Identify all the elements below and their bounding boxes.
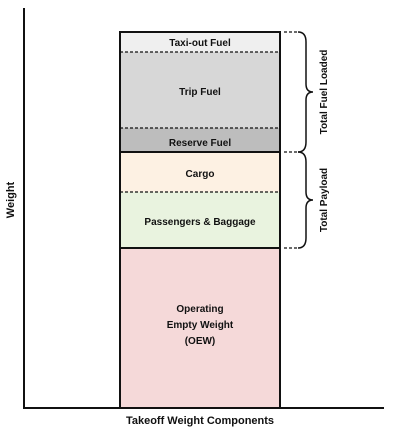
segment-passengers-baggage [120,192,280,248]
group-label-total-fuel: Total Fuel Loaded [319,50,330,135]
label-oew-line-2: Empty Weight [167,320,234,331]
segment-oew [120,248,280,408]
y-axis-label: Weight [5,181,17,218]
segment-cargo [120,152,280,192]
label-oew-line-3: (OEW) [185,336,216,347]
label-reserve-fuel: Reserve Fuel [169,138,231,149]
brace-total-payload [284,151,314,249]
label-passengers-baggage: Passengers & Baggage [144,217,256,228]
segment-trip-fuel [120,52,280,128]
stack-border [119,31,281,409]
label-trip-fuel: Trip Fuel [179,87,221,98]
label-taxi-out-fuel: Taxi-out Fuel [169,38,231,49]
group-label-total-payload: Total Payload [319,168,330,232]
label-cargo: Cargo [186,169,215,180]
label-oew-line-1: Operating [176,304,223,315]
stack [119,31,281,409]
segment-taxi-out-fuel [120,32,280,52]
x-axis-label: Takeoff Weight Components [126,415,274,427]
brace-total-fuel [284,31,314,153]
segment-reserve-fuel [120,128,280,152]
